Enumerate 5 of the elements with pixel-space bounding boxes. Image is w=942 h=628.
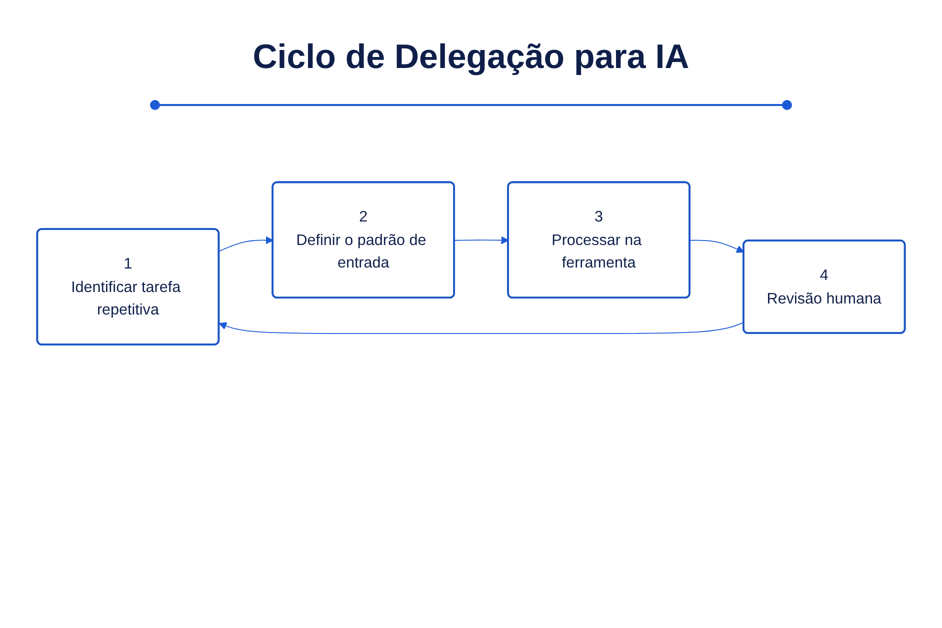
- arrow: [218, 236, 274, 252]
- arrow: [218, 322, 744, 334]
- arrow: [690, 240, 744, 253]
- arrow: [454, 236, 509, 244]
- title: Ciclo de Delegação para IA: [252, 38, 690, 77]
